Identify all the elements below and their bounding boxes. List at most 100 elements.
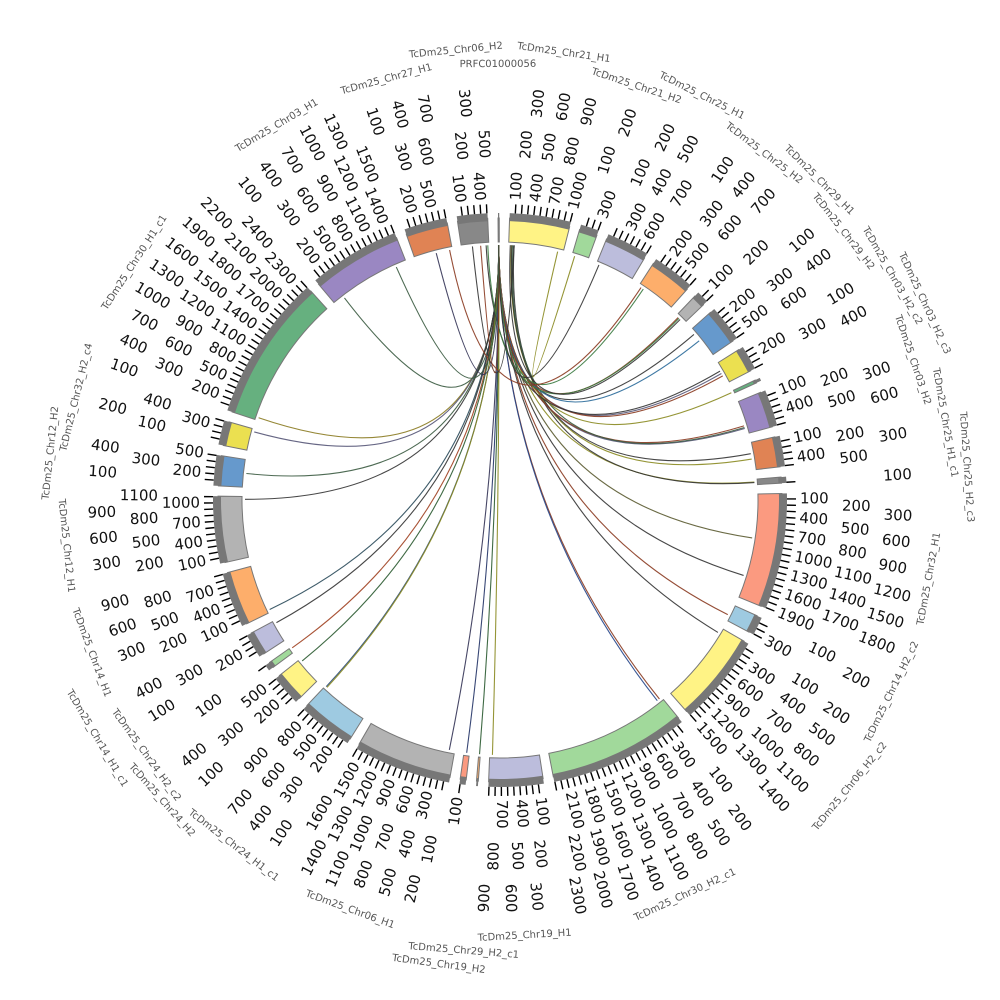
tick-label: 500 (838, 446, 869, 467)
tick-mark (386, 764, 392, 774)
segments-layer: PRFC01000056 1002003004005006007008009001… (40, 41, 975, 976)
tick-mark (210, 436, 220, 440)
tick-mark (590, 772, 595, 782)
link-ribbon (471, 245, 515, 374)
tick-mark (783, 541, 793, 545)
segment-axis-band (497, 213, 500, 222)
tick-mark (732, 326, 741, 334)
segment-band[interactable] (756, 476, 783, 486)
segment-axis-band (303, 703, 352, 744)
tick-label: 100 (176, 552, 208, 575)
link-ribbon (509, 245, 681, 395)
segment[interactable]: PRFC01000056 (460, 59, 537, 243)
tick-mark (640, 242, 647, 251)
segment[interactable]: 100200300400500600700800900TcDm25_Chr14_… (69, 565, 269, 699)
tick-mark (711, 692, 720, 700)
tick-label: 300 (796, 314, 830, 344)
tick-label: 600 (88, 528, 118, 549)
tick-mark (416, 775, 421, 785)
tick-mark (258, 665, 267, 672)
tick-mark (221, 597, 231, 602)
segment-axis-band (771, 435, 786, 468)
tick-mark (232, 372, 242, 378)
tick-mark (526, 205, 530, 215)
tick-mark (351, 748, 358, 758)
tick-label: 400 (512, 799, 532, 829)
tick-mark (428, 778, 433, 788)
segment-name-label: TcDm25_Chr12_H1 (55, 497, 76, 593)
tick-label: 300 (455, 88, 475, 118)
tick-mark (736, 332, 745, 339)
segment-name-label: TcDm25_Chr32_H1 (915, 532, 943, 628)
tick-label: 200 (740, 236, 773, 269)
tick-mark (473, 205, 476, 215)
tick-label: 700 (414, 93, 437, 125)
tick-label: 200 (755, 328, 789, 358)
segment-axis-band (736, 347, 756, 373)
tick-label: 200 (451, 131, 472, 161)
tick-mark (323, 261, 330, 270)
tick-mark (228, 614, 238, 620)
tick-mark (311, 721, 319, 730)
tick-label: 300 (860, 358, 893, 384)
segment-axis-band (476, 778, 479, 787)
tick-mark (223, 603, 233, 608)
segment-name-label: TcDm25_Chr06_H2 (408, 41, 504, 61)
tick-mark (204, 520, 214, 523)
tick-label: 400 (796, 444, 827, 466)
tick-mark (238, 635, 248, 641)
tick-mark (460, 206, 463, 216)
tick-mark (321, 729, 329, 738)
tick-mark (227, 383, 237, 389)
tick-label: 400 (526, 173, 547, 204)
segment-band[interactable] (475, 756, 481, 782)
tick-label: 800 (142, 587, 175, 612)
tick-mark (689, 714, 697, 723)
tick-mark (601, 767, 607, 777)
tick-mark (318, 265, 326, 274)
tick-mark (765, 606, 775, 612)
tick-mark (780, 438, 790, 442)
segment-axis-band (758, 493, 787, 609)
tick-mark (670, 261, 677, 270)
tick-label: 1100 (120, 486, 158, 504)
tick-mark (410, 773, 415, 783)
segment-axis-band (315, 233, 398, 287)
tick-mark (392, 767, 397, 777)
tick-mark (717, 306, 726, 314)
tick-mark (268, 678, 277, 686)
segment-name-label: TcDm25_Chr21_H2 (589, 66, 683, 106)
tick-label: 700 (747, 185, 779, 218)
segment-band[interactable] (497, 217, 500, 243)
segment-axis-band (275, 673, 302, 702)
tick-mark (210, 557, 220, 561)
tick-label: 1800 (856, 627, 898, 657)
tick-mark (220, 401, 230, 406)
tick-label: 300 (594, 188, 621, 221)
tick-mark (595, 770, 601, 779)
tick-label: 500 (840, 519, 870, 539)
tick-mark (533, 205, 536, 216)
tick-mark (751, 357, 761, 364)
tick-label: 400 (245, 801, 277, 835)
segment-axis-band (578, 224, 599, 239)
segment[interactable]: 100200300400500600700800900TcDm25_Chr19_… (475, 754, 572, 944)
segment-band[interactable] (459, 754, 470, 781)
tick-label: 100 (88, 462, 118, 482)
tick-mark (437, 210, 441, 220)
tick-mark (618, 760, 624, 770)
segment-name-label: TcDm25_Chr25_H1_c1 (930, 366, 960, 478)
tick-mark (269, 312, 278, 320)
tick-label: 100 (705, 260, 738, 293)
tick-mark (701, 289, 710, 297)
tick-mark (368, 757, 375, 766)
tick-label: 100 (594, 144, 620, 177)
tick-mark (222, 395, 232, 400)
tick-label: 300 (761, 632, 795, 661)
tick-mark (217, 585, 227, 590)
tick-mark (291, 289, 299, 297)
